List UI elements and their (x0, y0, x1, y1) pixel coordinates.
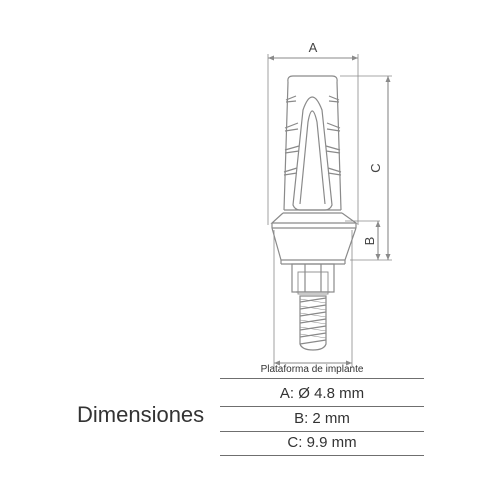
divider (220, 431, 424, 432)
spec-dimension-b: B: 2 mm (294, 410, 350, 427)
dimension-b (345, 220, 381, 260)
dimension-c-label: C (368, 163, 383, 172)
spec-dimension-c: C: 9.9 mm (287, 434, 357, 451)
divider-top (220, 378, 424, 379)
implant-platform-label: Plataforma de implante (261, 364, 364, 375)
divider (220, 406, 424, 407)
dimension-c (340, 75, 392, 261)
dimension-a-label: A (309, 40, 318, 55)
dimensions-heading: Dimensiones (77, 402, 205, 427)
dimension-a (267, 54, 359, 225)
abutment-body (270, 75, 358, 351)
dimension-platform (273, 230, 353, 368)
spec-dimension-a: A: Ø 4.8 mm (279, 385, 365, 402)
divider-bottom (220, 455, 424, 456)
dimension-b-label: B (362, 237, 377, 246)
